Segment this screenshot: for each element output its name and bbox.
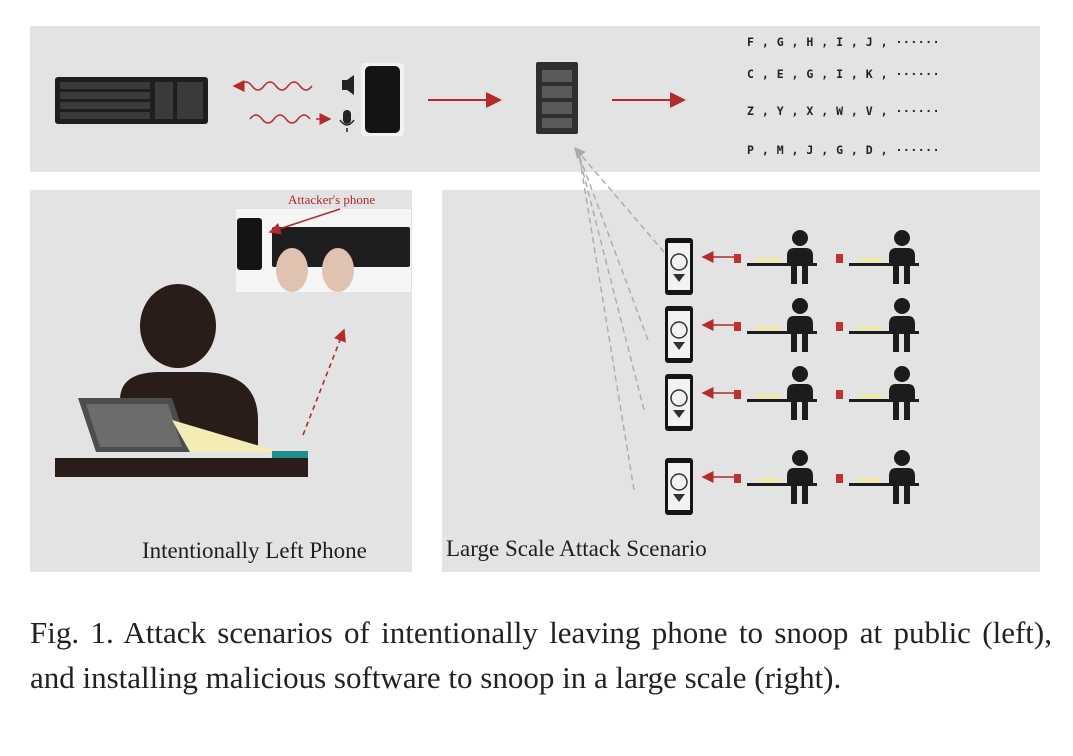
attacker-photo: [236, 208, 411, 292]
victim-row: [665, 298, 919, 363]
victim-workstation: [836, 450, 919, 504]
sound-wave-in: [249, 113, 332, 125]
dashed-lines-to-server: [574, 146, 665, 491]
victim-workstation: [734, 230, 817, 284]
victim-row: [665, 450, 919, 515]
right-panel: [442, 190, 1040, 572]
victim-workstation: [836, 230, 919, 284]
attacker-phone-label: Attacker's phone: [288, 192, 376, 207]
key-sequence-4: P , M , J , G , D , ······: [747, 143, 941, 157]
microphone-icon: [339, 110, 355, 132]
victim-workstation: [734, 298, 817, 352]
malicious-phone-icon: [665, 238, 693, 295]
server-icon: [536, 62, 578, 134]
dashed-arrow-upload: [302, 328, 346, 436]
figure-caption: Fig. 1. Attack scenarios of intentionall…: [30, 615, 1052, 695]
desk: [55, 451, 308, 477]
victim-row: [665, 230, 919, 295]
victim-rows: [665, 230, 919, 515]
sound-wave-out: [232, 80, 313, 92]
key-sequence-2: C , E , G , I , K , ······: [747, 67, 941, 81]
speaker-icon: [342, 75, 354, 95]
key-sequence-1: F , G , H , I , J , ······: [747, 35, 941, 49]
malicious-phone-icon: [665, 458, 693, 515]
victim-workstation: [734, 450, 817, 504]
victim-workstation: [836, 298, 919, 352]
keyboard-image: [55, 77, 208, 124]
malicious-phone-icon: [665, 306, 693, 363]
laptop-icon: [78, 398, 280, 452]
victim-workstation: [836, 366, 919, 420]
malicious-phone-icon: [665, 374, 693, 431]
victim-workstation: [734, 366, 817, 420]
left-panel-caption: Intentionally Left Phone: [142, 538, 367, 563]
key-sequence-3: Z , Y , X , W , V , ······: [747, 104, 941, 118]
victim-row: [665, 366, 919, 431]
right-panel-caption: Large Scale Attack Scenario: [446, 536, 707, 561]
smartphone-image: [361, 63, 404, 136]
